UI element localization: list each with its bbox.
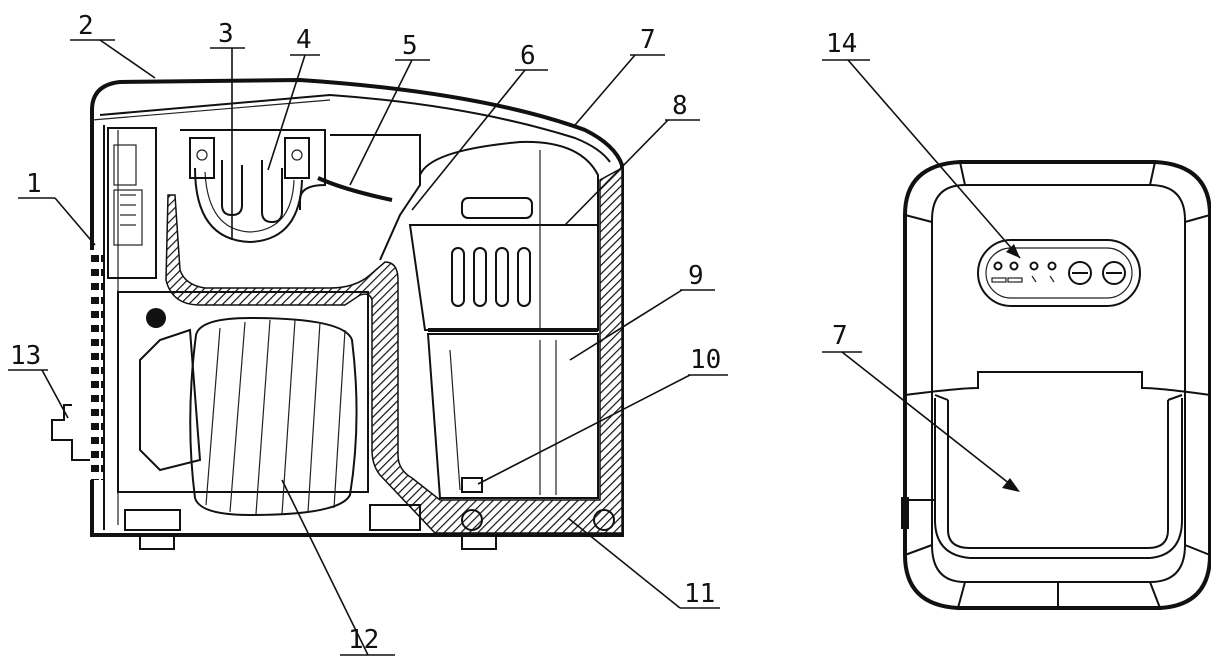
callout-9: 9 <box>688 261 704 291</box>
callout-10: 10 <box>690 345 721 375</box>
callout-1: 1 <box>26 169 42 199</box>
evaporator <box>180 129 326 244</box>
callout-2: 2 <box>78 11 94 41</box>
callout-7-front: 7 <box>832 321 848 351</box>
indicator-light-3 <box>1029 261 1039 271</box>
callout-7: 7 <box>640 25 656 55</box>
callout-leaders <box>8 39 728 656</box>
ice-pusher <box>317 176 393 202</box>
callout-4: 4 <box>296 25 312 55</box>
power-button[interactable] <box>1068 261 1092 285</box>
callout-3: 3 <box>218 19 234 49</box>
callout-13: 13 <box>10 341 41 371</box>
callout-14: 14 <box>826 29 857 59</box>
callout-11: 11 <box>684 579 715 609</box>
callout-12: 12 <box>348 625 379 655</box>
side-grille <box>90 250 104 480</box>
drain-hose <box>51 404 90 461</box>
insulation-channel <box>165 166 623 534</box>
water-tank <box>426 333 599 499</box>
chute-plate <box>330 134 421 261</box>
control-box <box>107 127 157 279</box>
callout-leaders-right <box>822 59 1021 492</box>
front-lid <box>901 371 1211 559</box>
indicator-light-2 <box>1009 261 1019 271</box>
callout-6: 6 <box>520 41 536 71</box>
valve-dot <box>146 308 166 328</box>
select-button[interactable] <box>1102 261 1126 285</box>
callout-8: 8 <box>672 91 688 121</box>
callout-5: 5 <box>402 31 418 61</box>
housing-outline <box>90 77 624 537</box>
front-view: 14 7 <box>822 29 1211 610</box>
fan-compressor <box>117 291 369 517</box>
lid-outline <box>99 93 611 163</box>
control-panel <box>977 239 1141 307</box>
base <box>92 504 622 550</box>
indicator-light-1 <box>993 261 1003 271</box>
ice-basket <box>408 140 599 332</box>
indicator-light-4 <box>1047 261 1057 271</box>
cross-section-view: 1 2 3 4 5 6 7 8 9 10 11 12 13 <box>8 11 728 656</box>
